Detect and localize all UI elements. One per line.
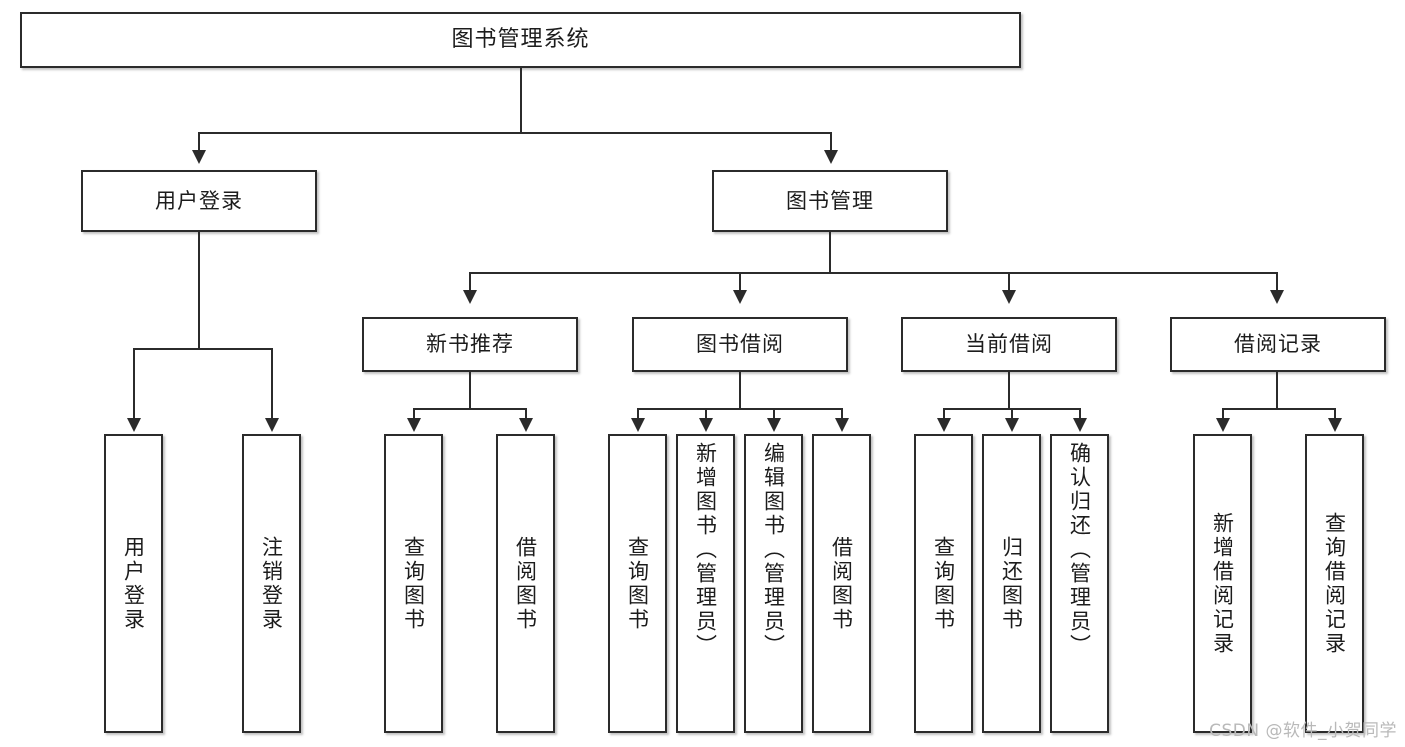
- arrow-record-to-leaf1: [1216, 418, 1230, 432]
- node-user-login[interactable]: 用户登录: [81, 170, 317, 232]
- connector-record-to-leaf1: [1222, 408, 1224, 420]
- arrow-record-to-leaf2: [1328, 418, 1342, 432]
- connector-newbook-stem: [469, 372, 471, 410]
- arrow-bookmgmt-to-borrow: [733, 290, 747, 304]
- node-book-management[interactable]: 图书管理: [712, 170, 948, 232]
- leaf-newbook-query[interactable]: 查询图书: [384, 434, 443, 733]
- connector-bookmgmt-stem: [829, 232, 831, 274]
- node-label: 编辑图书（管理员）: [761, 442, 786, 658]
- node-label: 借阅图书: [513, 535, 538, 632]
- connector-root-to-login: [198, 132, 200, 152]
- leaf-borrow-add-book[interactable]: 新增图书（管理员）: [676, 434, 735, 733]
- node-label: 借阅记录: [1234, 332, 1322, 357]
- node-label: 用户登录: [121, 535, 146, 632]
- arrow-bookmgmt-to-record: [1270, 290, 1284, 304]
- arrow-current-to-leaf2: [1005, 418, 1019, 432]
- connector-borrow-bar: [637, 408, 843, 410]
- leaf-record-query[interactable]: 查询借阅记录: [1305, 434, 1364, 733]
- leaf-borrow-edit-book[interactable]: 编辑图书（管理员）: [744, 434, 803, 733]
- connector-record-to-leaf2: [1334, 408, 1336, 420]
- connector-borrow-to-leaf4: [841, 408, 843, 420]
- connector-newbook-to-leaf2: [525, 408, 527, 420]
- leaf-user-login[interactable]: 用户登录: [104, 434, 163, 733]
- node-label: 借阅图书: [829, 535, 854, 632]
- node-label: 查询借阅记录: [1322, 511, 1347, 656]
- connector-bookmgmt-to-current: [1008, 272, 1010, 292]
- connector-root-bar: [198, 132, 832, 134]
- arrow-root-to-login: [192, 150, 206, 164]
- connector-login-to-leaf2: [271, 348, 273, 420]
- arrow-borrow-to-leaf1: [631, 418, 645, 432]
- connector-newbook-to-leaf1: [413, 408, 415, 420]
- node-label: 图书借阅: [696, 332, 784, 357]
- node-book-borrow[interactable]: 图书借阅: [632, 317, 848, 372]
- connector-current-stem: [1008, 372, 1010, 410]
- connector-borrow-to-leaf3: [773, 408, 775, 420]
- arrow-borrow-to-leaf3: [767, 418, 781, 432]
- node-label: 新增借阅记录: [1210, 511, 1235, 656]
- connector-bookmgmt-to-newbook: [469, 272, 471, 292]
- node-label: 查询图书: [931, 535, 956, 632]
- arrow-current-to-leaf1: [937, 418, 951, 432]
- arrow-borrow-to-leaf4: [835, 418, 849, 432]
- connector-bookmgmt-to-borrow: [739, 272, 741, 292]
- connector-root-stem: [520, 68, 522, 134]
- arrow-login-to-leaf2: [265, 418, 279, 432]
- arrow-newbook-to-leaf2: [519, 418, 533, 432]
- connector-current-to-leaf2: [1011, 408, 1013, 420]
- arrow-root-to-bookmgmt: [824, 150, 838, 164]
- arrow-borrow-to-leaf2: [699, 418, 713, 432]
- node-root-system[interactable]: 图书管理系统: [20, 12, 1021, 68]
- connector-login-to-leaf1: [133, 348, 135, 420]
- node-label: 用户登录: [155, 188, 243, 213]
- connector-current-to-leaf1: [943, 408, 945, 420]
- node-label: 归还图书: [999, 535, 1024, 632]
- connector-newbook-bar: [413, 408, 526, 410]
- connector-login-bar: [133, 348, 272, 350]
- leaf-current-query[interactable]: 查询图书: [914, 434, 973, 733]
- node-label: 新增图书（管理员）: [693, 442, 718, 658]
- connector-record-bar: [1222, 408, 1335, 410]
- connector-borrow-to-leaf2: [705, 408, 707, 420]
- leaf-borrow-borrow-book[interactable]: 借阅图书: [812, 434, 871, 733]
- connector-borrow-stem: [739, 372, 741, 410]
- connector-borrow-to-leaf1: [637, 408, 639, 420]
- leaf-current-confirm-return[interactable]: 确认归还（管理员）: [1050, 434, 1109, 733]
- node-label: 图书管理系统: [451, 27, 590, 53]
- connector-record-stem: [1276, 372, 1278, 410]
- node-current-borrow[interactable]: 当前借阅: [901, 317, 1117, 372]
- arrow-login-to-leaf1: [127, 418, 141, 432]
- node-label: 查询图书: [625, 535, 650, 632]
- leaf-borrow-query[interactable]: 查询图书: [608, 434, 667, 733]
- arrow-bookmgmt-to-newbook: [463, 290, 477, 304]
- leaf-current-return[interactable]: 归还图书: [982, 434, 1041, 733]
- node-new-book-recommend[interactable]: 新书推荐: [362, 317, 578, 372]
- node-borrow-record[interactable]: 借阅记录: [1170, 317, 1386, 372]
- node-label: 新书推荐: [426, 332, 514, 357]
- connector-login-stem: [198, 232, 200, 350]
- node-label: 确认归还（管理员）: [1067, 442, 1092, 658]
- node-label: 注销登录: [259, 535, 284, 632]
- arrow-current-to-leaf3: [1073, 418, 1087, 432]
- arrow-newbook-to-leaf1: [407, 418, 421, 432]
- node-label: 查询图书: [401, 535, 426, 632]
- leaf-newbook-borrow[interactable]: 借阅图书: [496, 434, 555, 733]
- node-label: 当前借阅: [965, 332, 1053, 357]
- node-label: 图书管理: [786, 188, 874, 213]
- leaf-record-add[interactable]: 新增借阅记录: [1193, 434, 1252, 733]
- csdn-watermark: CSDN @软件_小贺同学: [1209, 721, 1397, 741]
- leaf-logout[interactable]: 注销登录: [242, 434, 301, 733]
- connector-root-to-bookmgmt: [830, 132, 832, 152]
- connector-bookmgmt-bar: [469, 272, 1276, 274]
- connector-current-to-leaf3: [1079, 408, 1081, 420]
- arrow-bookmgmt-to-current: [1002, 290, 1016, 304]
- connector-bookmgmt-to-record: [1276, 272, 1278, 292]
